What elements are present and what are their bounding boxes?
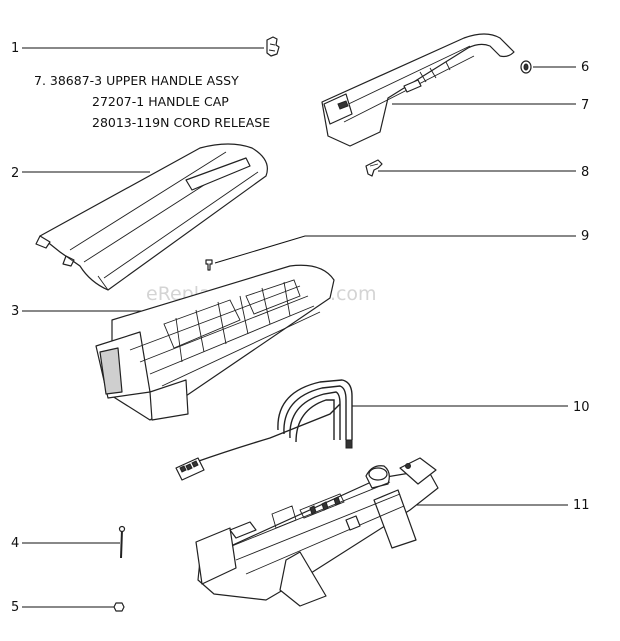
part-8-cord-release xyxy=(365,159,383,177)
part-5-screw xyxy=(113,602,125,612)
part-9-screw xyxy=(205,259,213,271)
callout-5: 5 xyxy=(11,600,19,615)
part-3-base-housing xyxy=(95,264,335,421)
callout-6: 6 xyxy=(581,60,589,75)
part-1-clip xyxy=(266,36,280,57)
part-7-upper-handle xyxy=(321,33,515,147)
part-6-handle-cap xyxy=(520,60,532,74)
note-handle-cap: 27207-1 HANDLE CAP xyxy=(92,94,229,109)
callout-9: 9 xyxy=(581,229,589,244)
callout-4: 4 xyxy=(11,536,19,551)
part-2-top-cover xyxy=(35,143,268,291)
part-10-power-cord xyxy=(175,379,353,481)
note-upper-handle-assy: 7. 38687-3 UPPER HANDLE ASSY xyxy=(34,73,239,88)
part-4-screw xyxy=(118,525,126,559)
callout-7: 7 xyxy=(581,98,589,113)
note-cord-release: 28013-119N CORD RELEASE xyxy=(92,115,270,130)
callout-3: 3 xyxy=(11,304,19,319)
part-11-lower-housing xyxy=(195,457,439,607)
callout-10: 10 xyxy=(573,400,590,415)
callout-11: 11 xyxy=(573,498,590,513)
callout-8: 8 xyxy=(581,165,589,180)
callout-1: 1 xyxy=(11,41,19,56)
callout-2: 2 xyxy=(11,166,19,181)
